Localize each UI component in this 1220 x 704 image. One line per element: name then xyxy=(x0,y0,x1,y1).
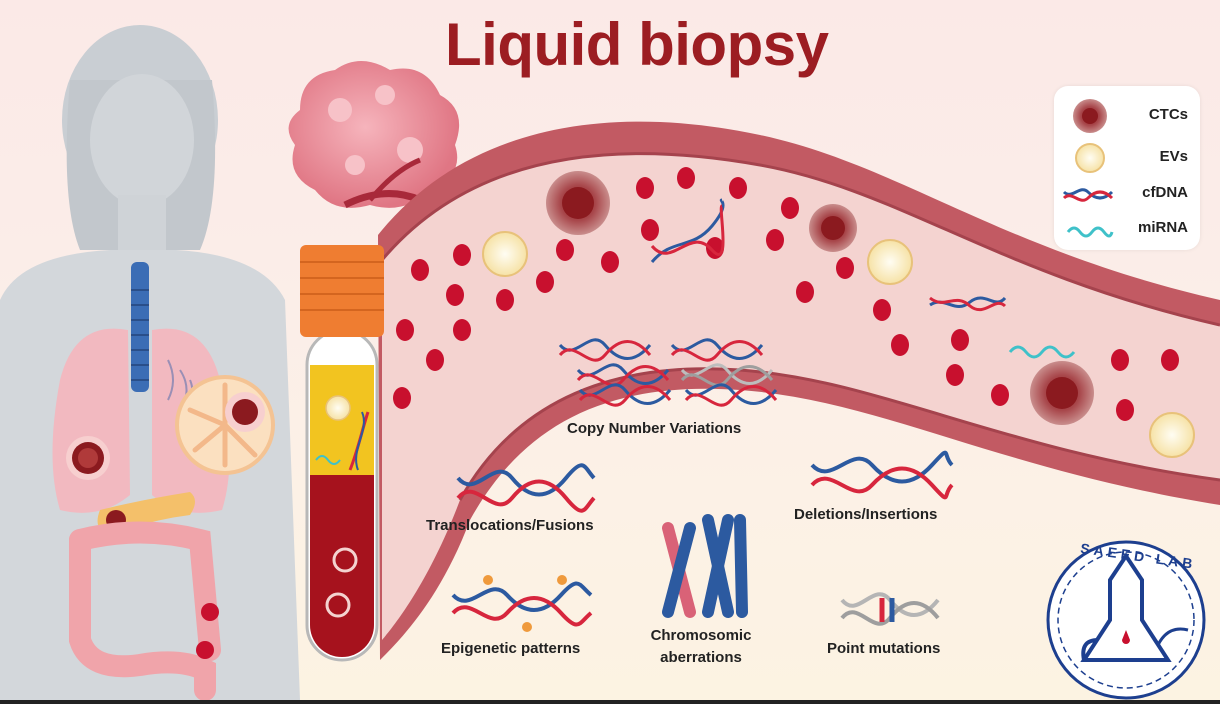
legend: CTCs EVs cfDNA miRNA xyxy=(1054,86,1200,250)
body-silhouette xyxy=(0,25,300,700)
trachea xyxy=(131,262,149,392)
chromosome-icon xyxy=(662,514,748,618)
label-point-mutations: Point mutations xyxy=(827,640,941,657)
legend-icons xyxy=(1062,99,1114,238)
cnv-dna-icon xyxy=(558,338,778,407)
red-blood-cells xyxy=(393,167,1179,421)
mirna-strand-icon xyxy=(1066,226,1114,238)
vessel-cfdna xyxy=(650,198,1007,312)
label-chromosomic-line1: Chromosomic xyxy=(650,627,752,644)
translocation-dna-icon xyxy=(456,463,596,513)
footer-line xyxy=(0,700,1220,704)
legend-label-mirna: miRNA xyxy=(1137,219,1188,236)
dna-helix-icon xyxy=(1062,188,1114,202)
blood-collection-tube xyxy=(300,245,384,662)
diagram-title: Liquid biopsy xyxy=(445,11,829,78)
saeed-lab-logo xyxy=(1046,540,1206,700)
legend-label-cfdna: cfDNA xyxy=(1142,184,1188,201)
colon xyxy=(69,521,221,701)
epigenetic-dna-icon xyxy=(451,575,593,632)
label-copy-number: Copy Number Variations xyxy=(567,420,742,437)
point-mutation-dna-icon xyxy=(840,592,940,626)
circulating-tumor-cells xyxy=(546,171,1094,425)
deletion-dna-icon xyxy=(810,450,954,500)
legend-label-ctcs: CTCs xyxy=(1148,106,1188,123)
label-epigenetic: Epigenetic patterns xyxy=(441,640,581,657)
breast-tumor xyxy=(175,375,275,475)
blood-vessel xyxy=(378,121,1220,661)
extracellular-vesicle-icon xyxy=(1075,143,1105,173)
lungs xyxy=(52,328,230,513)
legend-label-evs: EVs xyxy=(1159,148,1188,165)
label-translocations: Translocations/Fusions xyxy=(426,517,594,534)
extracellular-vesicles xyxy=(482,231,1195,458)
label-deletions: Deletions/Insertions xyxy=(794,506,938,523)
vessel-mirna xyxy=(1008,345,1076,359)
label-chromosomic-line2: aberrations xyxy=(660,649,742,666)
